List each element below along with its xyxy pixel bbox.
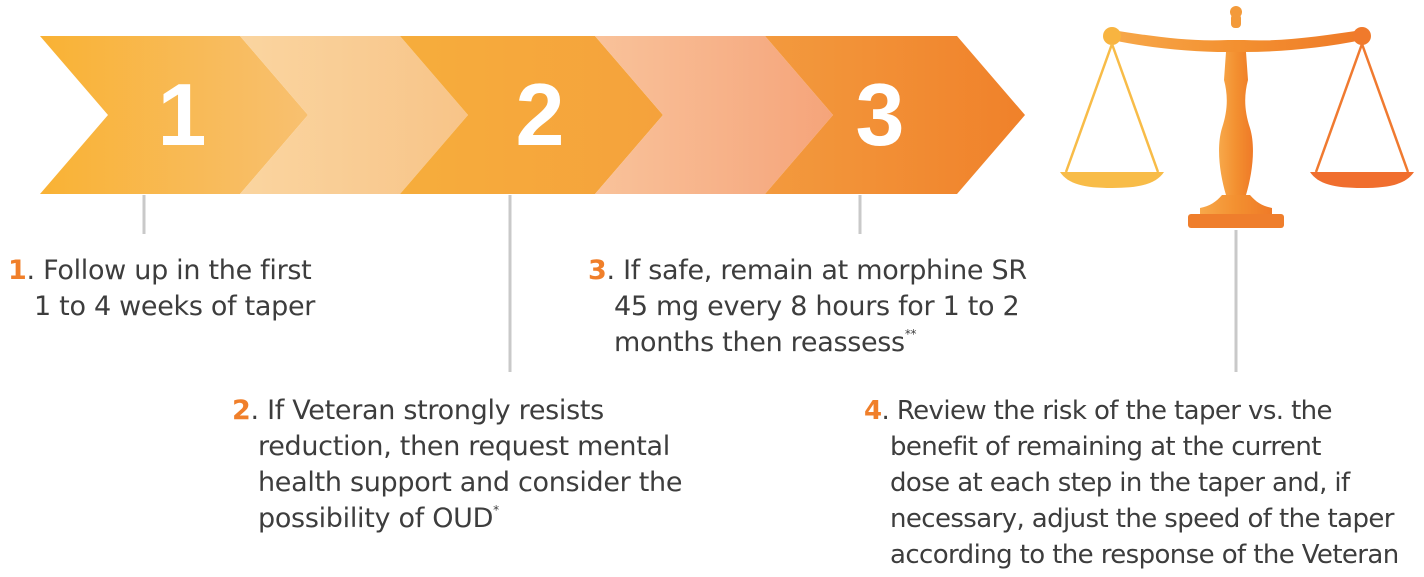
step-4-line-1: Review the risk of the taper vs. the (896, 396, 1333, 426)
chevron-1 (40, 36, 308, 194)
step-2-description: 2. If Veteran strongly resists reduction… (232, 393, 712, 537)
step-4-line-2: benefit of remaining at the current (890, 432, 1321, 462)
step-2-line-2: reduction, then request mental (258, 431, 670, 462)
chevron-3 (765, 36, 1025, 194)
step-1-number: 1 (8, 255, 27, 286)
step-4-line-4: necessary, adjust the speed of the taper (890, 504, 1394, 534)
chevron-band (40, 36, 1025, 194)
chevron-2-light (595, 36, 833, 194)
arrow-number-2: 2 (516, 65, 565, 164)
step-3-number: 3 (588, 255, 607, 286)
step-1-separator: . (26, 255, 44, 286)
step-3-line-1: If safe, remain at morphine SR (623, 255, 1027, 286)
step-4-description: 4. Review the risk of the taper vs. the … (864, 393, 1424, 573)
step-3-description: 3. If safe, remain at morphine SR 45 mg … (588, 253, 1028, 361)
step-3-line-3: months then reassess** (588, 325, 1028, 361)
step-4-line-5: according to the response of the Veteran (890, 540, 1399, 570)
step-2-line-3: health support and consider the (258, 467, 683, 498)
arrow-number-1: 1 (158, 65, 207, 164)
step-2-footnote-marker: * (493, 503, 499, 517)
step-4-separator: . (881, 396, 897, 426)
step-4-number: 4 (864, 396, 882, 426)
step-2-line-4: possibility of OUD* (232, 501, 712, 537)
step-3-footnote-marker: ** (904, 327, 917, 341)
connectors (142, 195, 1238, 372)
step-1-description: 1. Follow up in the first 1 to 4 weeks o… (8, 253, 348, 325)
step-3-line-2: 45 mg every 8 hours for 1 to 2 (614, 291, 1020, 322)
balance-scale-icon (1060, 6, 1414, 228)
chevron-1-light (240, 36, 468, 194)
step-1-line-2: 1 to 4 weeks of taper (34, 291, 316, 322)
step-1-line-1: Follow up in the first (43, 255, 312, 286)
arrow-number-3: 3 (856, 65, 905, 164)
step-2-line-4-text: possibility of OUD (258, 503, 494, 534)
chevron-2 (400, 36, 663, 194)
step-4-line-3: dose at each step in the taper and, if (890, 468, 1350, 498)
step-2-separator: . (250, 395, 268, 426)
step-3-line-3-text: months then reassess (614, 327, 905, 358)
step-3-separator: . (606, 255, 624, 286)
step-2-line-1: If Veteran strongly resists (267, 395, 604, 426)
step-2-number: 2 (232, 395, 251, 426)
